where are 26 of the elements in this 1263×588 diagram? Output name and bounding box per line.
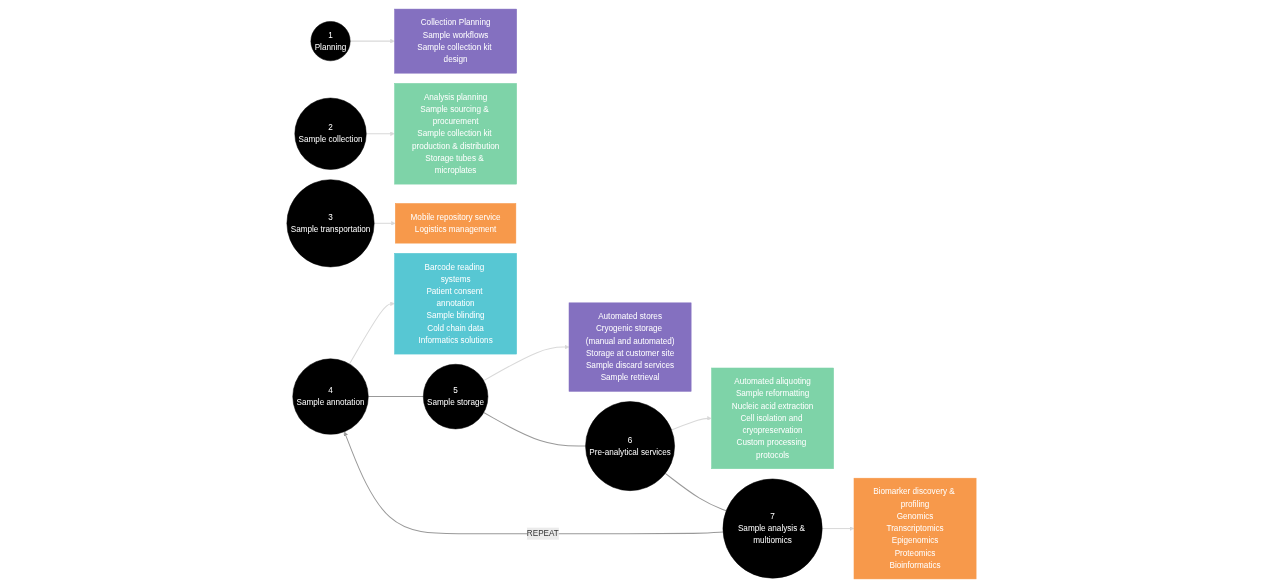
node-circle: 5 Sample storage [423,364,489,430]
arrow [365,131,395,136]
node-box: Mobile repository service Logistics management [395,203,517,244]
connector [664,472,727,512]
node-circle: 4 Sample annotation [292,358,369,435]
connector [367,396,424,398]
edge-label: REPEAT [526,529,559,538]
arrow [343,431,724,535]
node-box: Collection Planning Sample workflows Sample collection kit design [394,8,517,74]
connector [483,412,587,447]
node-box: Automated stores Cryogenic storage (manual and automated) Storage at customer site Sample discard services Sample retrieval [568,302,692,392]
node-circle: 7 Sample analysis & multiomics [722,478,823,579]
node-circle: 3 Sample transportation [286,179,375,268]
arrow [671,416,712,431]
arrow [349,38,395,44]
node-circle: 2 Sample collection [294,97,367,170]
node-circle: 1 Planning [310,21,351,62]
node-box: Barcode reading systems Patient consent annotation Sample blinding Cold chain data Informatics solutions [394,253,517,355]
arrow [348,301,395,365]
arrow [821,526,855,531]
arrow [373,221,396,226]
node-box: Automated aliquoting Sample reformatting Nucleic acid extraction Cell isolation and cryopreservation Custom processing protocols [711,367,834,469]
node-circle: 6 Pre-analytical services [585,401,675,491]
node-box: Biomarker discovery & profiling Genomics Transcriptomics Epigenomics Proteomics Bioinformatics [853,477,977,580]
node-box: Analysis planning Sample sourcing & procurement Sample collection kit production & distribution Storage tubes & microplates [394,83,517,185]
arrow [483,344,570,382]
